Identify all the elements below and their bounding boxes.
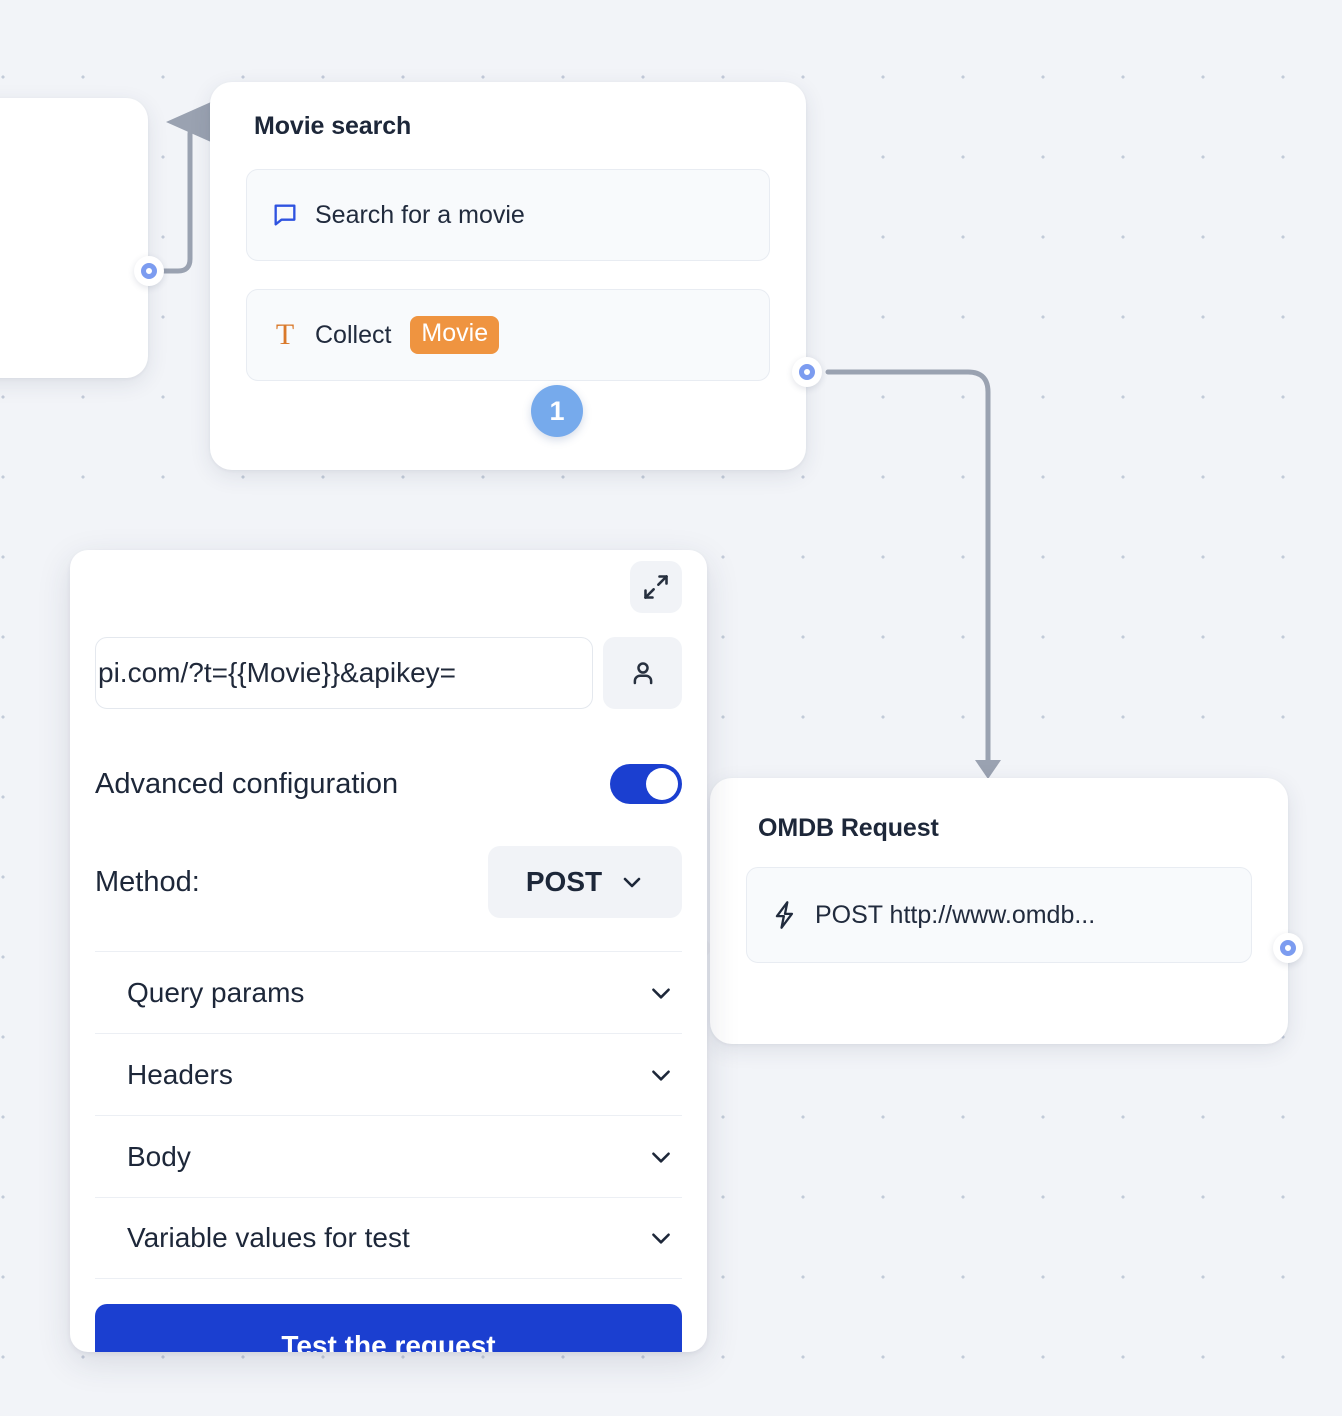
connection-handle-omdb-out[interactable] (1273, 933, 1303, 963)
connection-handle-movie-out[interactable] (792, 357, 822, 387)
connector-left-to-movie (163, 122, 202, 271)
node-movie-search[interactable]: Movie search Search for a movie T Collec… (210, 82, 806, 470)
test-the-request-button[interactable]: Test the request (95, 1304, 682, 1352)
node-row-collect-movie[interactable]: T Collect Movie (246, 289, 770, 381)
section-label: Headers (127, 1059, 233, 1091)
node-row-label: Collect (315, 321, 391, 350)
advanced-configuration-label: Advanced configuration (95, 768, 398, 801)
section-variable-values-for-test[interactable]: Variable values for test (95, 1197, 682, 1279)
variable-chip-movie[interactable]: Movie (410, 316, 499, 354)
section-label: Variable values for test (127, 1222, 410, 1254)
panel-header (95, 550, 682, 613)
connector-movie-to-omdb (828, 372, 988, 760)
node-row-label: Search for a movie (315, 201, 525, 230)
expand-diagonal-icon (642, 573, 670, 601)
method-label: Method: (95, 866, 200, 899)
step-badge-1: 1 (531, 385, 583, 437)
credentials-button[interactable] (603, 637, 682, 709)
advanced-configuration-row: Advanced configuration (95, 764, 682, 804)
person-icon (628, 658, 658, 688)
partial-node-left[interactable] (0, 98, 148, 378)
method-row: Method: POST (95, 846, 682, 918)
advanced-configuration-toggle[interactable] (610, 764, 682, 804)
node-row-search-for-a-movie[interactable]: Search for a movie (246, 169, 770, 261)
expand-button[interactable] (630, 561, 682, 613)
node-omdb-request[interactable]: OMDB Request POST http://www.omdb... (710, 778, 1288, 1044)
node-row-post-request[interactable]: POST http://www.omdb... (746, 867, 1252, 963)
node-title-movie-search: Movie search (254, 112, 770, 141)
connector-arrowhead (975, 760, 1001, 779)
url-row: pi.com/?t={{Movie}}&apikey= (95, 637, 682, 709)
section-query-params[interactable]: Query params (95, 951, 682, 1033)
method-select[interactable]: POST (488, 846, 682, 918)
chevron-down-icon (648, 1144, 674, 1170)
method-value: POST (526, 866, 602, 898)
node-title-omdb-request: OMDB Request (758, 814, 1252, 843)
chevron-down-icon (648, 980, 674, 1006)
section-label: Body (127, 1141, 191, 1173)
connection-handle-left-out[interactable] (134, 256, 164, 286)
lightning-bolt-icon (771, 900, 799, 930)
config-sections: Query params Headers Body Variable value… (95, 951, 682, 1279)
text-format-icon: T (271, 320, 299, 350)
chevron-down-icon (620, 870, 644, 894)
node-row-label: POST http://www.omdb... (815, 901, 1095, 930)
chevron-down-icon (648, 1225, 674, 1251)
chevron-down-icon (648, 1062, 674, 1088)
section-body[interactable]: Body (95, 1115, 682, 1197)
section-headers[interactable]: Headers (95, 1033, 682, 1115)
request-config-panel[interactable]: pi.com/?t={{Movie}}&apikey= Advanced con… (70, 550, 707, 1352)
request-url-input[interactable]: pi.com/?t={{Movie}}&apikey= (95, 637, 593, 709)
chat-bubble-icon (271, 201, 299, 229)
section-label: Query params (127, 977, 304, 1009)
